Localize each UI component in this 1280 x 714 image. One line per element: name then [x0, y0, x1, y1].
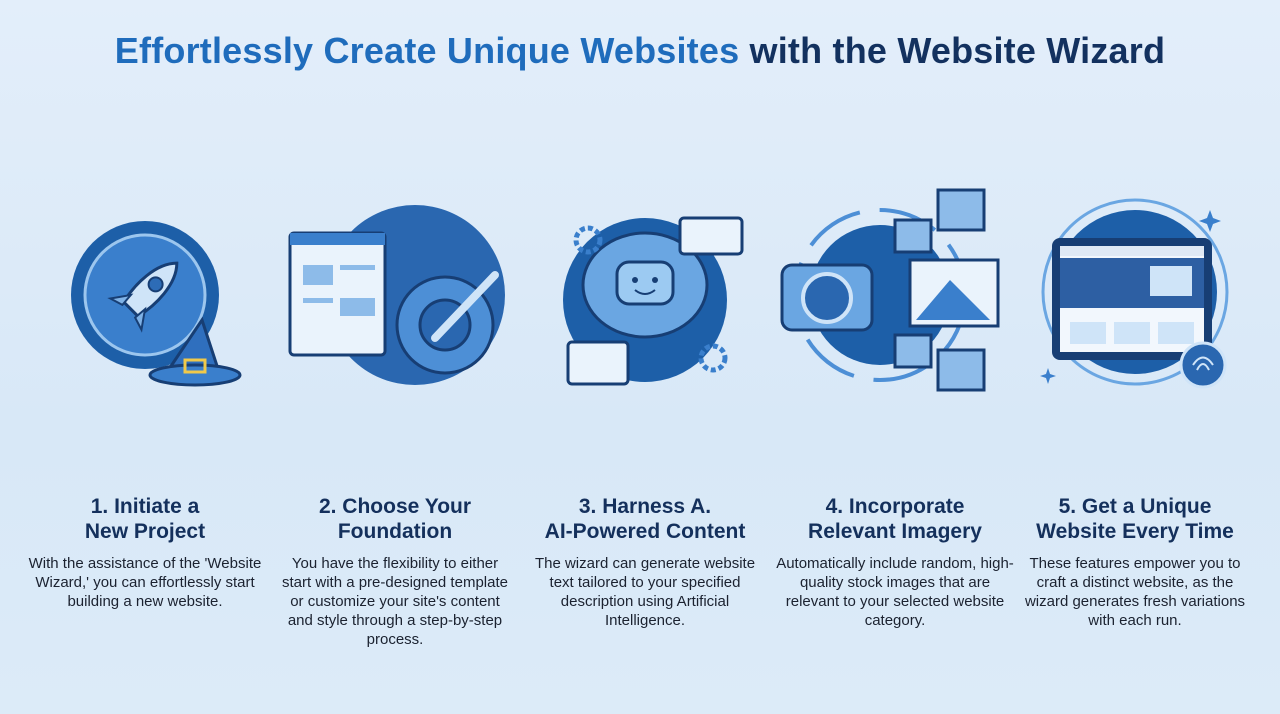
rocket-wizard-hat-icon: [71, 221, 242, 387]
step-heading: 3. Harness A.AI-Powered Content: [544, 495, 746, 543]
page-title: Effortlessly Create Unique Websites with…: [0, 30, 1280, 72]
step-3: 3. Harness A.AI-Powered Content The wiza…: [520, 180, 770, 630]
step-description: With the assistance of the 'Website Wiza…: [28, 555, 262, 610]
step-description: You have the flexibility to either start…: [282, 555, 508, 648]
tablet-website-fingerprint-icon: [1040, 198, 1229, 389]
camera-images-icon: [780, 188, 1000, 392]
step-description: Automatically include random, high-quali…: [776, 555, 1014, 629]
step-description: The wizard can generate website text tai…: [534, 555, 756, 629]
template-gear-brush-icon: [288, 205, 505, 385]
title-rest: with the Website Wizard: [749, 30, 1166, 71]
title-highlight: Effortlessly Create Unique Websites: [114, 30, 740, 71]
ai-brain-icon: [563, 216, 744, 386]
step-description: These features empower you to craft a di…: [1024, 555, 1246, 629]
